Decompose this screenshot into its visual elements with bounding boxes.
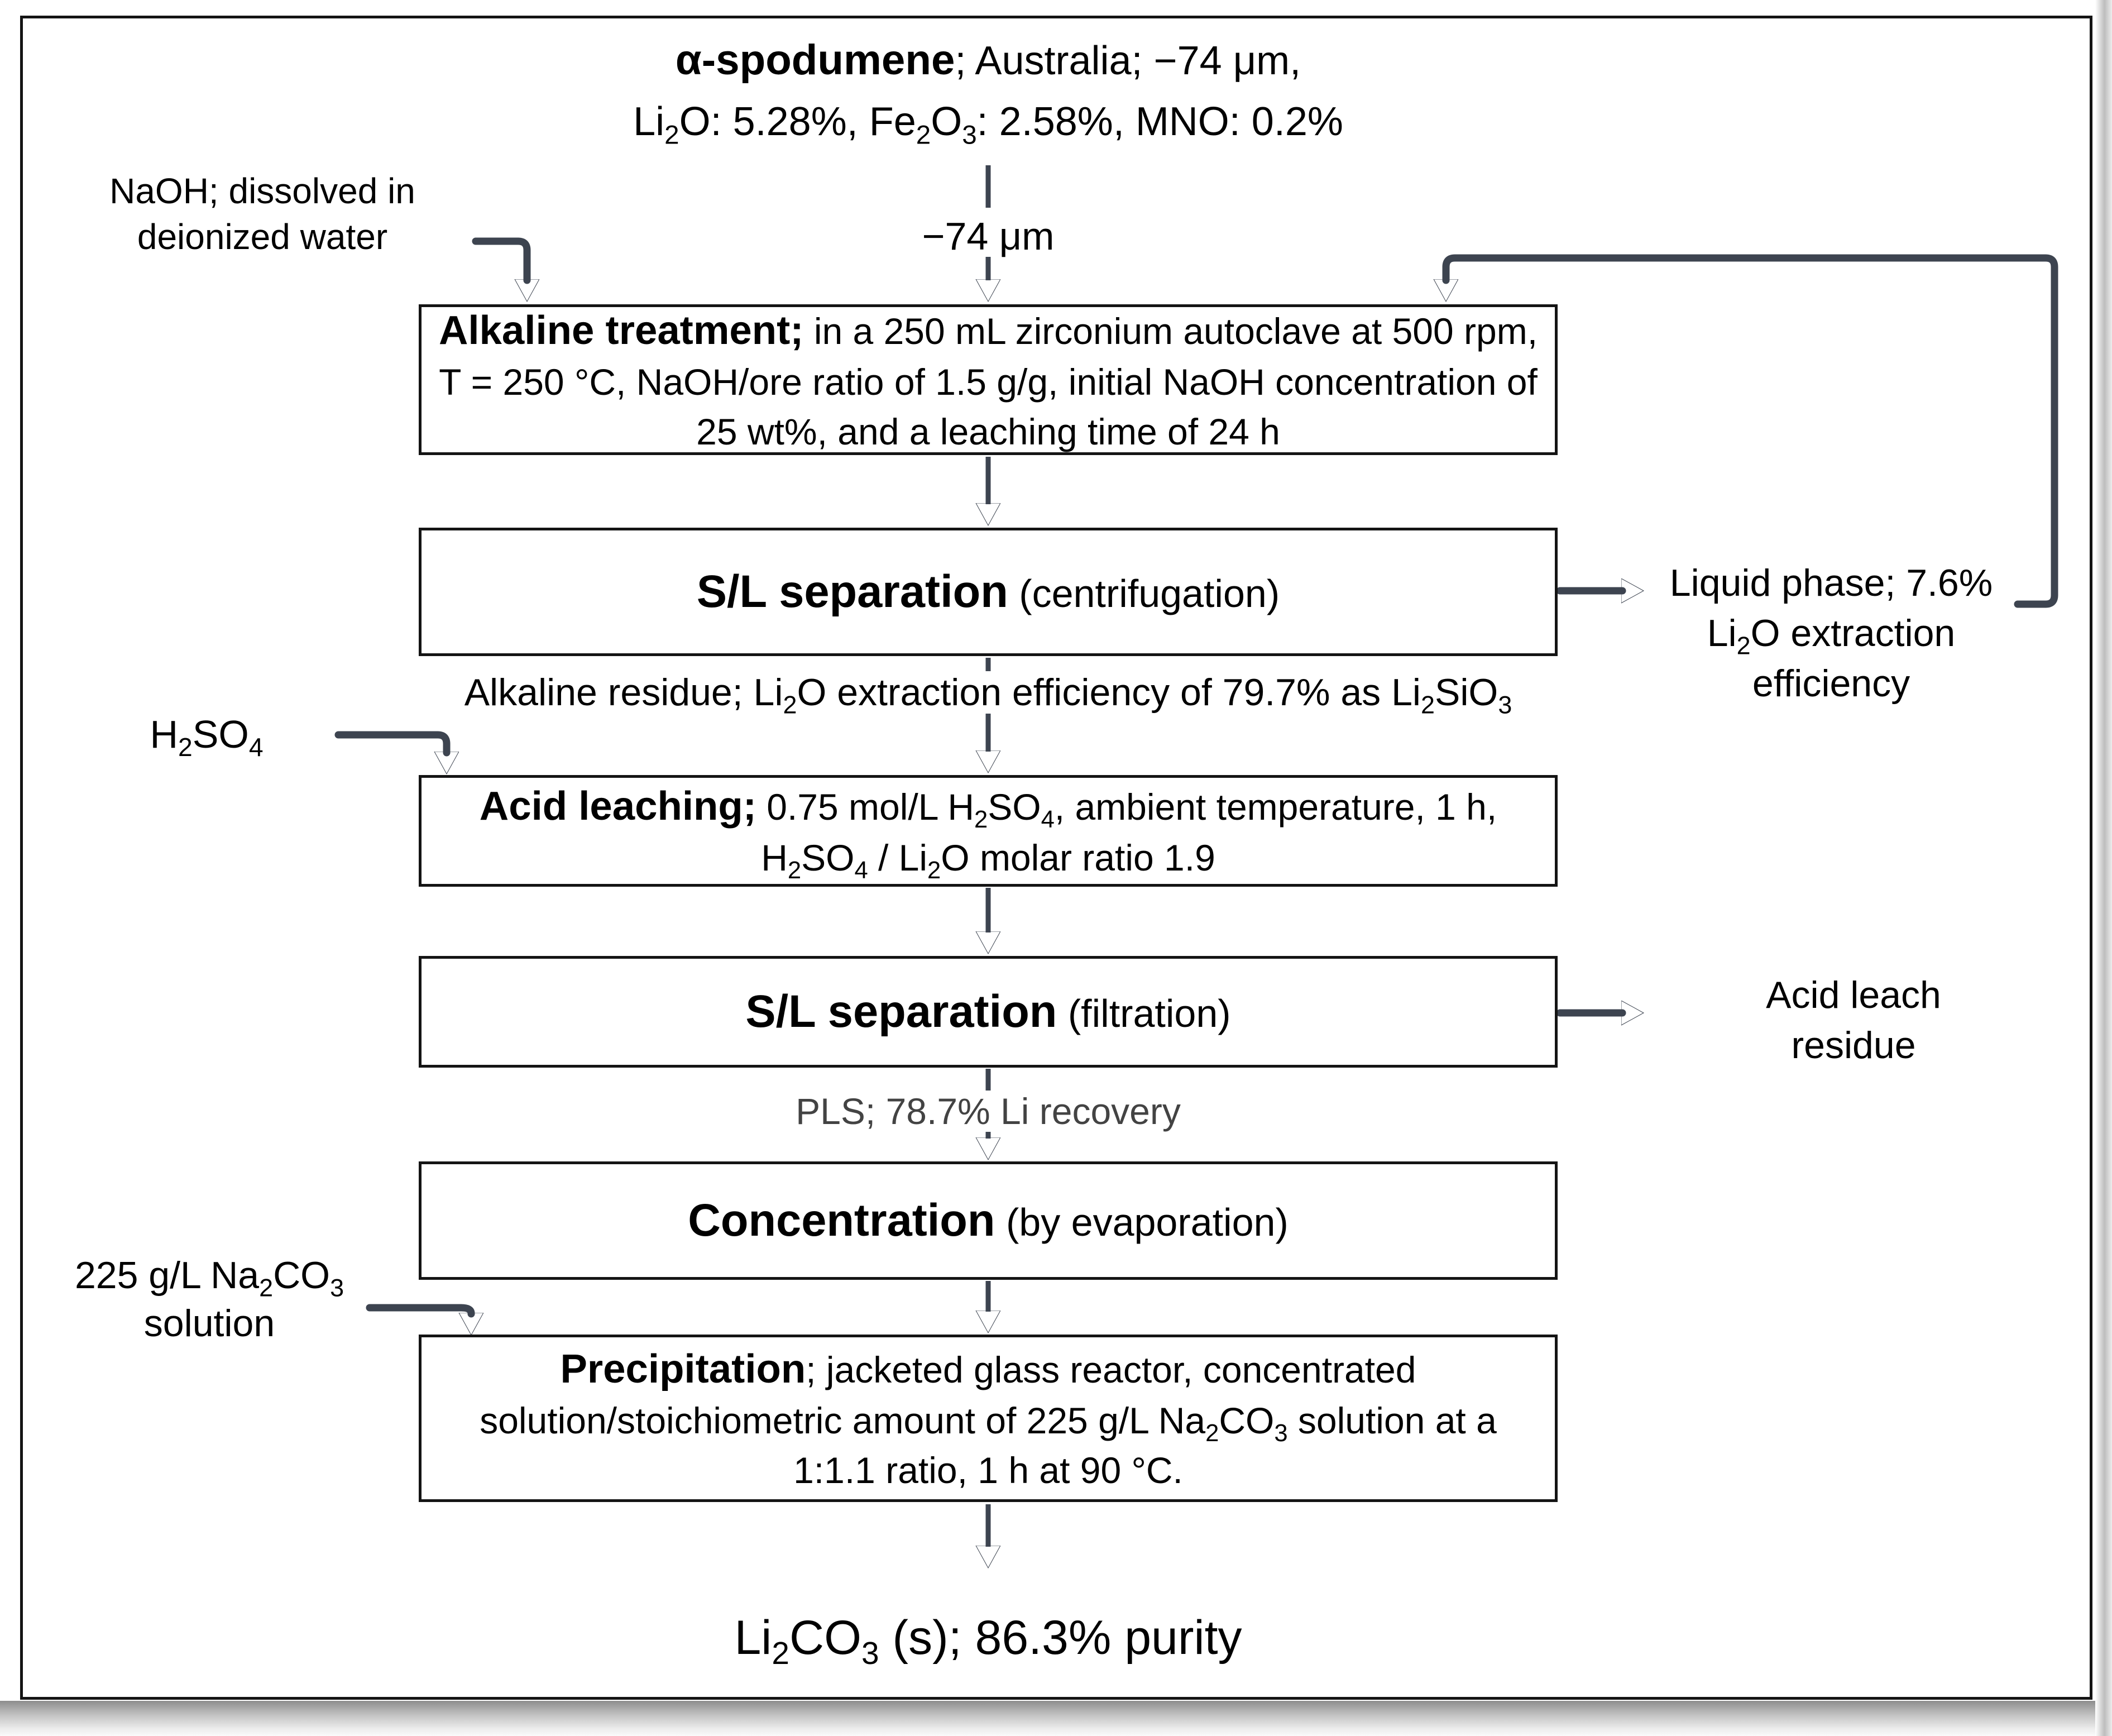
page-bottom-shadow [0, 1701, 2112, 1736]
process-box-alkaline-treatment: Alkaline treatment; in a 250 mL zirconiu… [419, 304, 1558, 455]
feed-title-line2: Li2O: 5.28%, Fe2O3: 2.58%, MNO: 0.2% [633, 99, 1343, 150]
feed-title-line1: α-spodumene; Australia; −74 μm, [675, 36, 1301, 84]
process-box-sl-separation-centrifugation: S/L separation (centrifugation) [419, 528, 1558, 656]
connector-h2so4-input [334, 731, 447, 753]
h2so4-annotation: H2SO4 [150, 712, 264, 762]
liquid-phase-annotation: Liquid phase; 7.6% Li2O extraction effic… [1669, 562, 1993, 705]
process-box-acid-leaching: Acid leaching; 0.75 mol/L H2SO4, ambient… [419, 775, 1558, 887]
acid-leach-residue-annotation: Acid leach residue [1766, 974, 1941, 1067]
na2co3-annotation: 225 g/L Na2CO3 solution [74, 1254, 344, 1345]
connector-liquid-phase-recycle [1446, 254, 2058, 608]
pls-annotation: PLS; 78.7% Li recovery [419, 1088, 1558, 1136]
feed-title: α-spodumene; Australia; −74 μm, Li2O: 5.… [419, 29, 1558, 151]
connector-naoh-input [472, 237, 527, 280]
page-right-shadow [2095, 0, 2112, 1736]
feed-size-label: −74 μm [922, 214, 1055, 258]
connector-na2co3-input [366, 1304, 471, 1314]
product-label: Li2CO3 (s); 86.3% purity [734, 1611, 1242, 1672]
alkaline-residue-annotation: Alkaline residue; Li2O extraction effici… [352, 668, 1625, 718]
process-box-precipitation: Precipitation; jacketed glass reactor, c… [419, 1335, 1558, 1502]
process-box-sl-separation-filtration: S/L separation (filtration) [419, 956, 1558, 1068]
naoh-annotation: NaOH; dissolved in deionized water [109, 171, 415, 257]
process-box-concentration: Concentration (by evaporation) [419, 1161, 1558, 1280]
